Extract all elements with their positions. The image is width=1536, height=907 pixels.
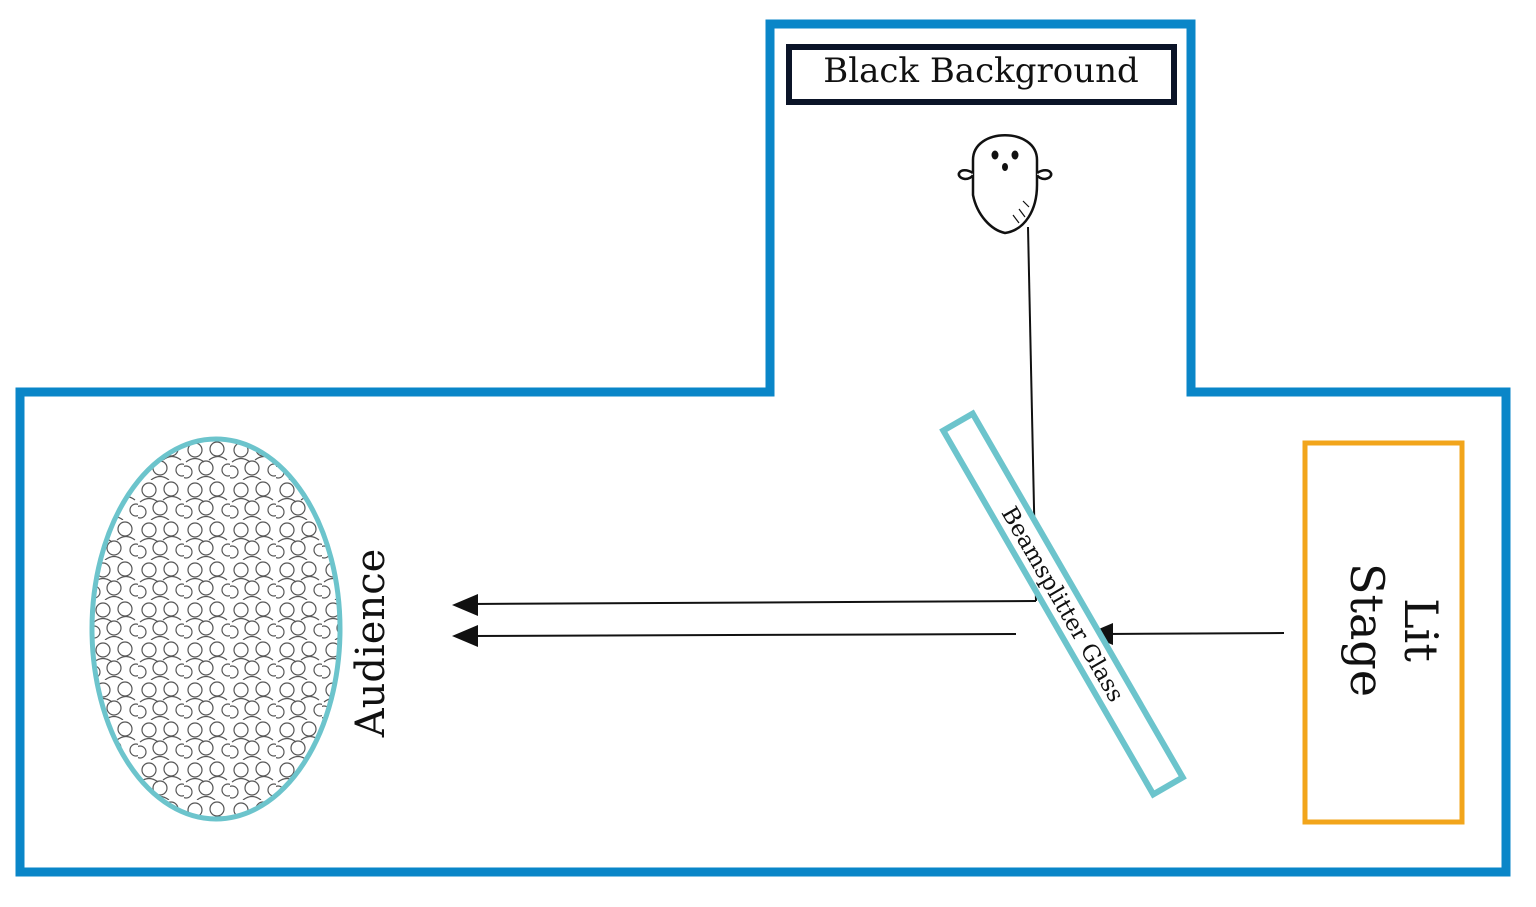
- stage-label: Stage: [1340, 563, 1394, 697]
- crowd-icon: [89, 436, 343, 822]
- beamsplitter-label: Beamsplitter Glass: [996, 502, 1129, 706]
- black-background-box: [786, 44, 1177, 105]
- lit-stage-box: [1302, 440, 1465, 825]
- transmitted-ray: [469, 633, 1017, 637]
- audience-label: Audience: [348, 549, 394, 739]
- beamsplitter-glass: [939, 409, 1187, 799]
- audience-ellipse: [89, 436, 343, 822]
- black-background-label: Black Background: [823, 51, 1139, 91]
- lit-label: Lit: [1394, 598, 1448, 662]
- arrowhead-left-icon: [452, 625, 478, 647]
- reflected-ray: [469, 600, 1037, 605]
- arrowhead-left-icon: [452, 594, 478, 616]
- ghost-icon: [957, 134, 1053, 235]
- stage-ray: [1104, 632, 1285, 635]
- room-outline: [15, 19, 1511, 877]
